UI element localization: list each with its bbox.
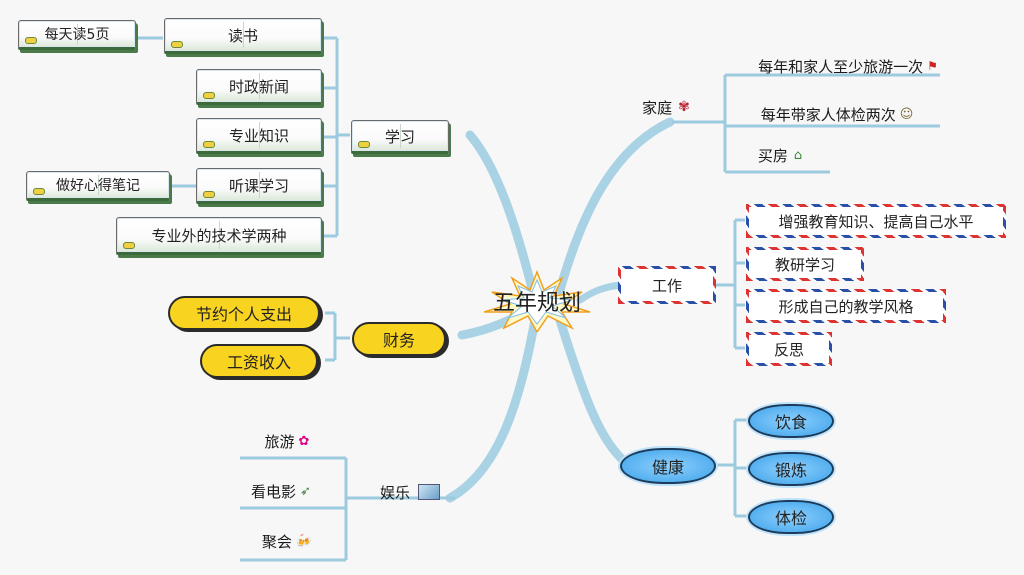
flowerpot-icon: ✾ [678, 99, 690, 115]
study-item-lecture[interactable]: 听课学习 [196, 168, 322, 204]
work-topic[interactable]: 工作 [618, 266, 716, 304]
finance-item-label: 工资收入 [226, 353, 291, 372]
picture-icon [418, 484, 440, 500]
finance-item-label: 节约个人支出 [195, 305, 292, 324]
study-topic[interactable]: 学习 [351, 120, 449, 154]
study-item-label: 听课学习 [228, 176, 289, 195]
study-note-lecture[interactable]: 做好心得笔记 [26, 171, 170, 201]
work-label: 工作 [651, 276, 682, 295]
study-item-knowledge[interactable]: 专业知识 [196, 118, 322, 154]
leisure-label: 娱乐 [379, 483, 410, 502]
family-item-travel[interactable]: 每年和家人至少旅游一次 ⚑ [748, 55, 948, 77]
movie-icon: ➶ [300, 483, 311, 499]
health-item-label: 锻炼 [774, 461, 807, 480]
study-item-news[interactable]: 时政新闻 [196, 69, 322, 105]
travel-icon: ✿ [298, 433, 310, 449]
work-item-research[interactable]: 教研学习 [746, 247, 864, 281]
study-item-label: 专业外的技术学两种 [151, 226, 287, 245]
work-item-reflect[interactable]: 反思 [746, 332, 832, 366]
book-icon [123, 242, 135, 249]
flag-icon: ⚑ [927, 59, 938, 73]
study-note-read[interactable]: 每天读5页 [18, 20, 136, 50]
book-icon [358, 141, 370, 148]
study-item-tech[interactable]: 专业外的技术学两种 [116, 217, 322, 255]
branch-family [555, 117, 675, 295]
finance-label: 财务 [382, 331, 415, 350]
book-icon [203, 191, 215, 198]
doctor-icon: ☺ [899, 106, 914, 122]
book-icon [203, 141, 215, 148]
study-item-read[interactable]: 读书 [164, 18, 322, 54]
health-topic[interactable]: 健康 [620, 448, 716, 484]
study-item-label: 时政新闻 [228, 77, 289, 96]
family-item-label: 每年带家人体检两次 [760, 105, 896, 124]
starburst-icon [483, 270, 591, 332]
family-item-label: 买房 [757, 146, 788, 165]
leisure-topic[interactable]: 娱乐 [365, 480, 455, 504]
health-item-exercise[interactable]: 锻炼 [748, 452, 834, 486]
book-icon [33, 188, 45, 195]
leisure-item-label: 看电影 [251, 482, 297, 501]
family-item-label: 每年和家人至少旅游一次 [758, 57, 924, 76]
central-topic[interactable]: 五年规划 [482, 270, 592, 332]
family-topic[interactable]: 家庭 ✾ [628, 95, 704, 119]
finance-topic[interactable]: 财务 [352, 322, 446, 356]
study-item-label: 读书 [227, 26, 258, 45]
work-item-knowledge[interactable]: 增强教育知识、提高自己水平 [746, 204, 1006, 238]
study-label: 学习 [384, 127, 415, 146]
book-icon [171, 41, 183, 48]
work-item-style[interactable]: 形成自己的教学风格 [746, 289, 946, 323]
branch-study [465, 130, 540, 305]
work-item-label: 增强教育知识、提高自己水平 [778, 212, 974, 231]
family-item-checkup[interactable]: 每年带家人体检两次 ☺ [748, 103, 926, 125]
book-icon [203, 92, 215, 99]
health-item-label: 体检 [774, 509, 807, 528]
leisure-item-party[interactable]: 聚会 🍻 [252, 530, 322, 552]
study-note-label: 每天读5页 [44, 27, 110, 43]
leisure-item-movie[interactable]: 看电影 ➶ [238, 480, 324, 502]
book-icon [25, 37, 37, 44]
central-topic-label: 五年规划 [492, 291, 581, 316]
health-item-label: 饮食 [774, 413, 807, 432]
leisure-item-label: 旅游 [264, 432, 295, 451]
work-item-label: 形成自己的教学风格 [778, 297, 914, 316]
work-item-label: 反思 [773, 340, 804, 359]
branch-health [555, 315, 630, 467]
family-item-house[interactable]: 买房 ⌂ [742, 144, 818, 166]
leisure-item-travel[interactable]: 旅游 ✿ [252, 430, 322, 452]
party-icon: 🍻 [295, 533, 313, 549]
family-label: 家庭 [642, 98, 673, 117]
branch-leisure [445, 315, 540, 503]
health-item-diet[interactable]: 饮食 [748, 404, 834, 438]
work-item-label: 教研学习 [774, 255, 835, 274]
health-item-checkup[interactable]: 体检 [748, 500, 834, 534]
branch-work [576, 281, 624, 304]
house-icon: ⌂ [793, 147, 803, 163]
leisure-item-label: 聚会 [261, 532, 292, 551]
health-label: 健康 [651, 458, 684, 477]
finance-item-salary[interactable]: 工资收入 [200, 344, 318, 378]
study-item-label: 专业知识 [228, 126, 289, 145]
study-note-label: 做好心得笔记 [56, 178, 140, 194]
finance-item-save[interactable]: 节约个人支出 [168, 296, 320, 330]
